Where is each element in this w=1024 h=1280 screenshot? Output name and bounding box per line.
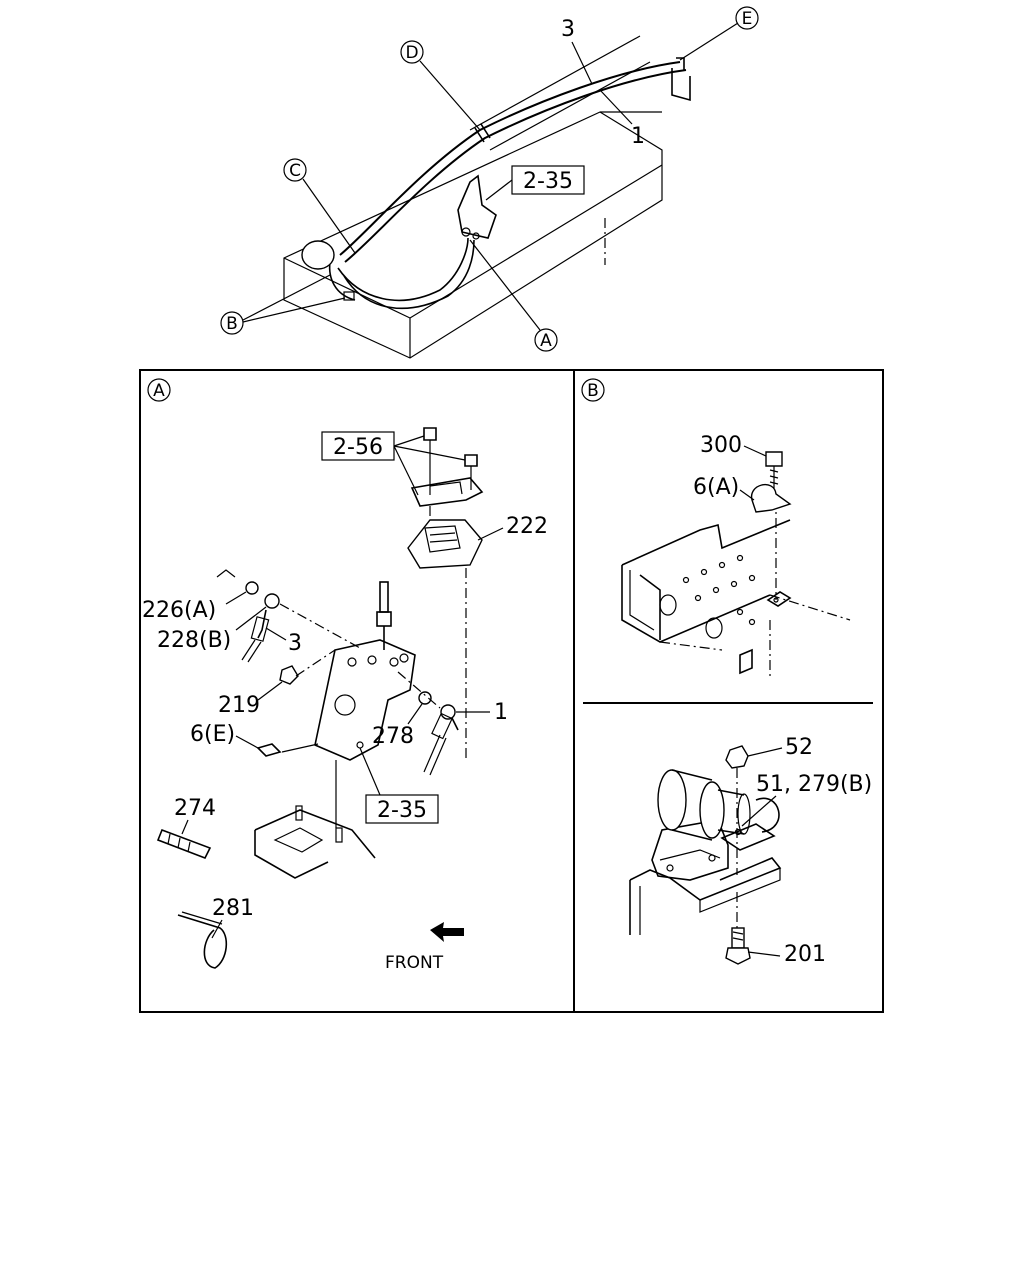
svg-text:228(B): 228(B) [157, 628, 231, 653]
callout-e: E [679, 6, 759, 61]
label-part-3-overview: 3 [561, 17, 593, 85]
label-part-52: 52 [747, 735, 813, 760]
label-part-278: 278 [372, 703, 423, 749]
svg-text:D: D [405, 43, 418, 63]
svg-text:1: 1 [631, 124, 645, 149]
svg-text:2-35: 2-35 [523, 169, 573, 194]
label-part-51-279b: 51, 279(B) [741, 772, 872, 827]
panel-b-frame-illustration [621, 451, 851, 680]
overview-illustration [283, 35, 691, 359]
svg-text:B: B [226, 314, 238, 334]
svg-text:1: 1 [494, 700, 508, 725]
panel-b-lower-illustration [629, 745, 782, 965]
label-part-6e: 6(E) [190, 722, 259, 749]
svg-text:A: A [540, 331, 552, 351]
svg-text:278: 278 [372, 724, 414, 749]
panel-a-tag: A [147, 378, 171, 402]
ref-box-2-35-overview: 2-35 [485, 165, 585, 201]
callout-c: C [283, 158, 356, 254]
callout-a: A [469, 239, 558, 352]
front-direction-label: FRONT [385, 953, 444, 973]
ref-box-2-56: 2-56 [321, 431, 466, 496]
detail-frame [139, 369, 884, 1013]
svg-text:3: 3 [288, 631, 302, 656]
label-part-228b: 228(B) [157, 606, 267, 653]
label-part-1: 1 [456, 700, 508, 725]
label-part-1-overview: 1 [599, 89, 645, 149]
label-part-281: 281 [211, 896, 254, 939]
svg-text:281: 281 [212, 896, 254, 921]
svg-text:6(A): 6(A) [693, 475, 739, 500]
svg-text:E: E [742, 9, 753, 29]
label-part-300: 300 [700, 433, 767, 458]
label-part-219: 219 [218, 681, 283, 718]
svg-text:51, 279(B): 51, 279(B) [756, 772, 872, 797]
svg-text:B: B [587, 381, 599, 401]
svg-text:C: C [289, 161, 301, 181]
svg-text:6(E): 6(E) [190, 722, 235, 747]
svg-text:2-56: 2-56 [333, 435, 383, 460]
label-part-226a: 226(A) [142, 591, 247, 623]
callout-d: D [400, 40, 481, 131]
svg-text:300: 300 [700, 433, 742, 458]
svg-text:52: 52 [785, 735, 813, 760]
label-part-274: 274 [174, 796, 216, 835]
svg-text:A: A [153, 381, 165, 401]
svg-text:226(A): 226(A) [142, 598, 216, 623]
svg-text:222: 222 [506, 514, 548, 539]
svg-text:274: 274 [174, 796, 216, 821]
svg-text:219: 219 [218, 693, 260, 718]
ref-box-2-35-detail: 2-35 [359, 747, 439, 824]
svg-text:201: 201 [784, 942, 826, 967]
label-part-222: 222 [477, 514, 548, 541]
panel-a-illustration [156, 427, 484, 969]
callout-b: B [220, 274, 346, 335]
label-part-201: 201 [747, 942, 826, 967]
label-part-3: 3 [265, 627, 302, 656]
panel-b-tag: B [581, 378, 605, 402]
label-part-6a: 6(A) [693, 475, 755, 501]
svg-text:2-35: 2-35 [377, 798, 427, 823]
svg-text:3: 3 [561, 17, 575, 42]
svg-text:FRONT: FRONT [385, 953, 444, 973]
